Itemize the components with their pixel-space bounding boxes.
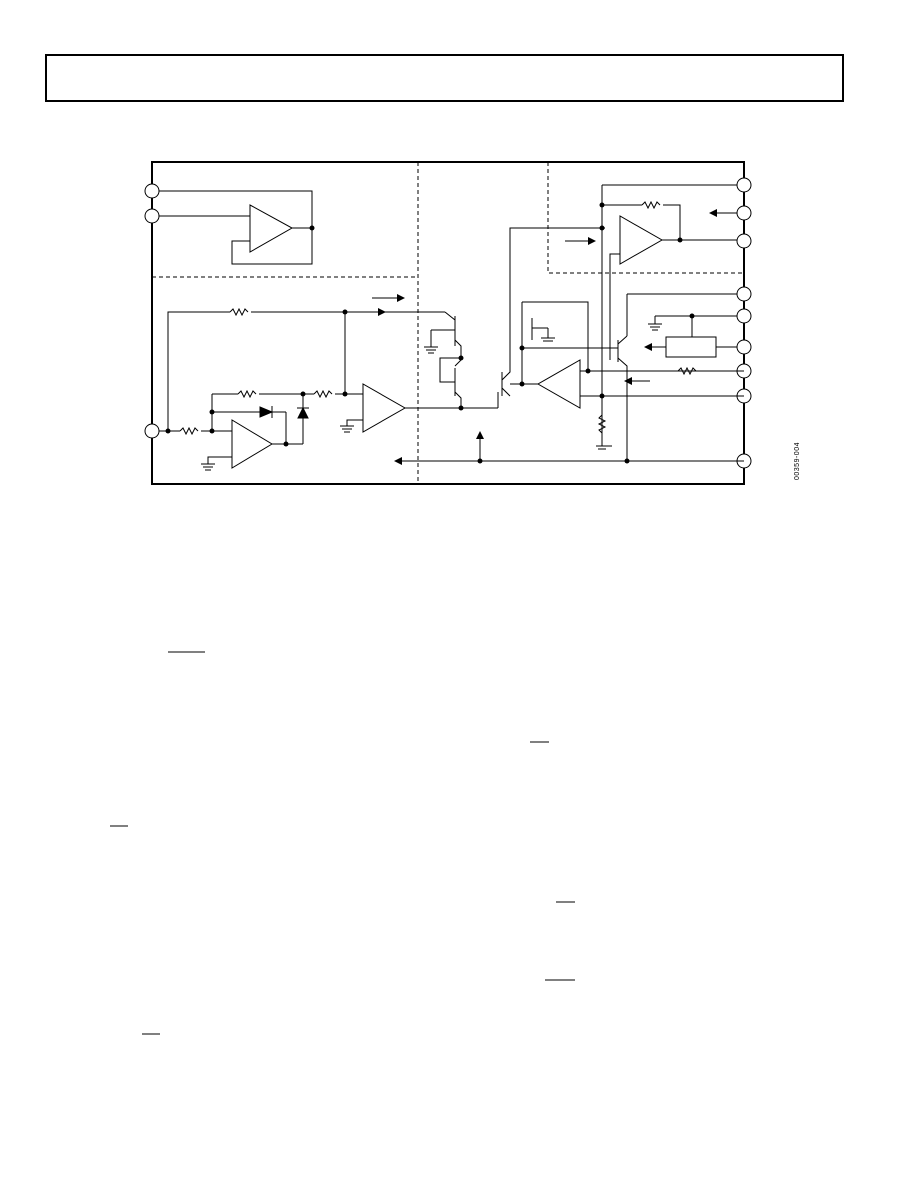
resistor-symbol	[313, 389, 333, 399]
resistor-symbol	[597, 414, 607, 434]
resistor-symbol	[179, 426, 199, 436]
resistor-symbol	[237, 389, 257, 399]
pin-circle	[144, 423, 160, 439]
pin-circle	[736, 233, 752, 249]
resistor-symbol	[677, 366, 697, 376]
opamp-symbol	[619, 215, 664, 265]
page-header-box	[45, 54, 844, 102]
pin-circle	[736, 177, 752, 193]
figure-id: 00359-004	[794, 442, 801, 480]
pin-circle	[736, 286, 752, 302]
opamp-symbol	[231, 419, 273, 469]
pin-circle	[144, 183, 160, 199]
reference-box	[665, 336, 717, 358]
pin-circle	[736, 205, 752, 221]
diode-symbol	[297, 406, 309, 419]
partition-line	[547, 162, 744, 274]
pin-circle	[144, 208, 160, 224]
opamp-symbol	[249, 204, 294, 253]
resistor-symbol	[641, 200, 661, 210]
opamp-symbol	[362, 383, 407, 433]
pin-circle	[736, 339, 752, 355]
opamp-symbol	[536, 359, 581, 409]
pin-circle	[736, 308, 752, 324]
resistor-symbol	[229, 307, 249, 317]
diode-symbol	[259, 406, 274, 418]
